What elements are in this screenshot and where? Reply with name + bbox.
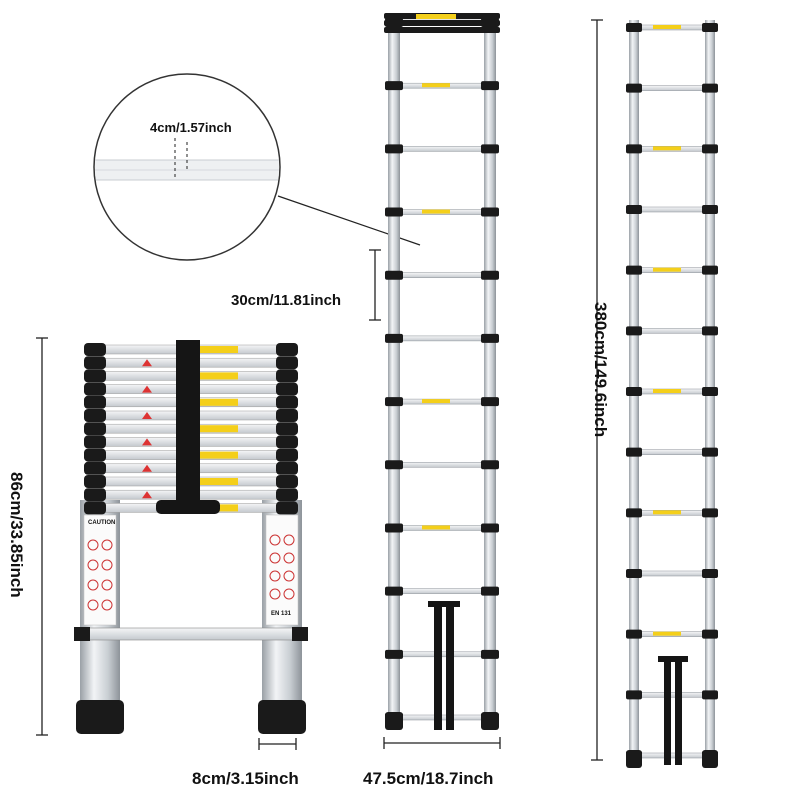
yellow-sticker	[190, 346, 238, 353]
yellow-sticker	[190, 425, 238, 433]
caution-sticker-right	[265, 514, 299, 626]
caution-sticker-left	[83, 514, 117, 626]
extended-ladder	[384, 13, 500, 730]
tall-right-foot	[702, 750, 718, 768]
closed-bottom-rung	[77, 627, 305, 641]
tube-detail-callout	[93, 73, 421, 261]
dimension-lines	[36, 19, 603, 761]
ladder-width-label: 47.5cm/18.7inch	[363, 769, 494, 788]
closed-right-foot	[258, 700, 306, 734]
yellow-sticker	[653, 25, 681, 29]
fully-extended-ladder	[626, 20, 718, 768]
mid-rung	[387, 588, 497, 594]
yellow-sticker	[190, 372, 238, 380]
mid-rung	[387, 335, 497, 342]
extended-height-label: 380cm/149.6inch	[591, 302, 610, 438]
yellow-sticker	[653, 510, 681, 515]
yellow-sticker	[653, 146, 681, 151]
carry-handle	[156, 500, 220, 514]
mid-left-foot	[385, 712, 403, 730]
mid-top-clamp	[384, 27, 500, 33]
standard-sticker-text: EN 131	[271, 611, 292, 617]
yellow-sticker	[653, 267, 681, 272]
tall-left-foot	[626, 750, 642, 768]
carry-strap	[176, 340, 200, 512]
yellow-sticker	[422, 525, 450, 530]
tube-width-label: 4cm/1.57inch	[150, 120, 232, 135]
mid-strap	[434, 605, 442, 730]
yellow-sticker	[190, 398, 238, 406]
tall-strap	[664, 660, 671, 765]
yellow-sticker	[190, 451, 238, 459]
yellow-sticker	[190, 478, 238, 485]
foot-width-label: 8cm/3.15inch	[192, 769, 299, 788]
mid-rung	[387, 272, 497, 278]
caution-sticker-text: CAUTION	[88, 520, 116, 526]
mid-top-clamp	[384, 20, 500, 26]
yellow-sticker	[422, 83, 450, 88]
mid-left-rail	[388, 15, 400, 730]
closed-ladder	[74, 340, 308, 734]
closed-left-foot	[76, 700, 124, 734]
yellow-sticker	[422, 209, 450, 214]
yellow-sticker	[422, 399, 450, 404]
yellow-sticker	[653, 389, 681, 393]
yellow-sticker	[653, 631, 681, 636]
mid-right-rail	[484, 15, 496, 730]
mid-rung	[387, 146, 497, 152]
mid-right-foot	[481, 712, 499, 730]
rung-spacing-label: 30cm/11.81inch	[231, 292, 342, 309]
mid-rung	[387, 462, 497, 468]
closed-height-label: 86cm/33.85inch	[7, 472, 26, 598]
